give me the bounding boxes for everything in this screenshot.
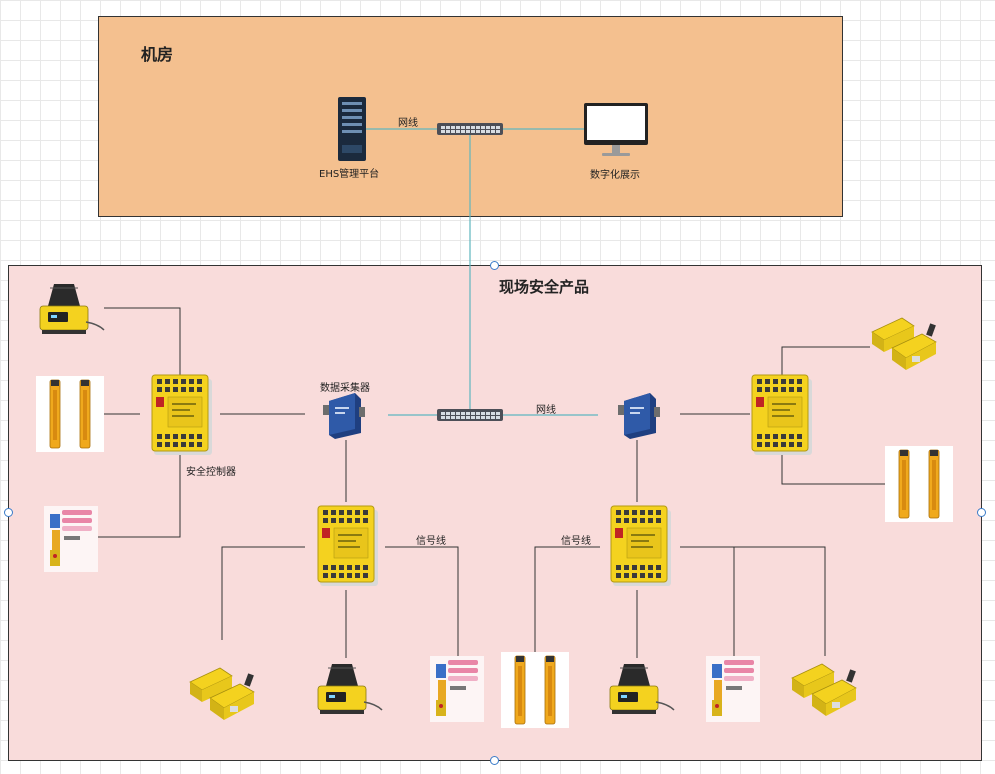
light-curtain-icon [35,375,105,453]
monitor-label: 数字化展示 [590,170,640,181]
signal-label-left: 信号线 [416,536,446,547]
network-label-field: 网线 [536,405,556,416]
network-links [366,128,598,416]
monitor-icon [584,103,648,156]
machine-room-title: 机房 [141,45,174,64]
network-switch-icon [437,123,503,135]
signal-links [98,307,885,660]
controller-label: 安全控制器 [186,467,236,478]
laser-scanner-icon [609,663,675,715]
zone-handle-bottom[interactable] [490,756,499,765]
data-collector-icon [618,393,660,439]
network-switch-icon [437,409,503,421]
data-collector-icon [323,393,365,439]
server-label: EHS管理平台 [319,169,380,180]
safety-controller-icon [610,505,672,587]
server-icon [338,97,366,161]
interlock-switch-icon [44,506,98,572]
safety-switch-icon [871,317,937,371]
zone-handle-right[interactable] [977,508,986,517]
interlock-switch-icon [706,656,760,722]
safety-switch-icon [791,663,857,717]
interlock-switch-icon [430,656,484,722]
light-curtain-icon [884,445,954,523]
safety-controller-icon [317,505,379,587]
light-curtain-icon [500,651,570,729]
network-label-top: 网线 [398,118,418,129]
laser-scanner-icon [317,663,383,715]
collector-label: 数据采集器 [320,383,370,394]
safety-switch-icon [189,667,255,721]
safety-controller-icon [151,374,213,456]
safety-controller-icon [751,374,813,456]
signal-label-right: 信号线 [561,536,591,547]
laser-scanner-icon [39,283,105,335]
field-zone-title: 现场安全产品 [499,278,590,296]
zone-handle-left[interactable] [4,508,13,517]
zone-handle-top[interactable] [490,261,499,270]
